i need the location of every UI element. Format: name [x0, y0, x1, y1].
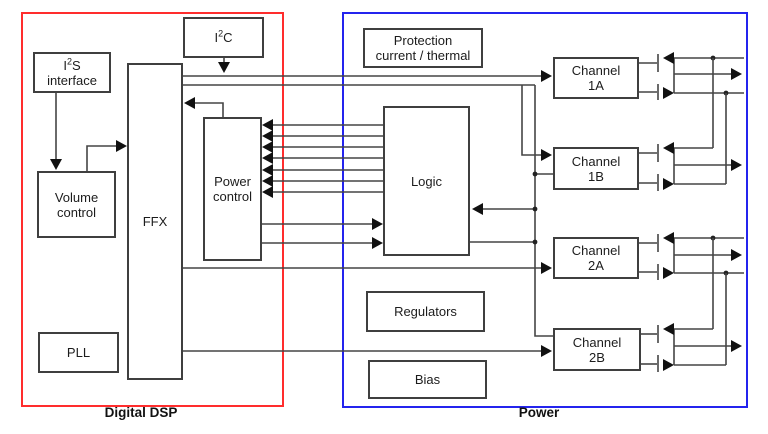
power-region-label: Power — [518, 405, 560, 420]
wire-powercontrol-to-logic — [261, 218, 383, 249]
block-power-control: Power control — [203, 117, 262, 261]
block-protection: Protection current / thermal — [363, 28, 483, 68]
wire-rail-verticals — [712, 58, 727, 365]
block-channel-1b: Channel 1B — [553, 147, 639, 190]
i2s-label: I — [63, 57, 67, 73]
wire-i2s-to-volume — [50, 92, 62, 170]
fet-stage-ch1b — [639, 142, 742, 191]
fet-stage-ch2b — [641, 323, 742, 372]
digital-dsp-region-label: Digital DSP — [104, 405, 178, 420]
block-logic: Logic — [383, 106, 470, 256]
power-region-outline — [342, 12, 748, 408]
wire-ffx-to-ch2b — [182, 345, 552, 357]
wire-ffx-to-ch1a — [182, 70, 552, 82]
i2c-label: I — [214, 30, 219, 45]
wire-powercontrol-to-ffx — [184, 97, 224, 117]
digital-dsp-region-outline — [21, 12, 284, 407]
block-channel-2b: Channel 2B — [553, 328, 641, 371]
block-i2c: I2C — [183, 17, 264, 58]
fet-stage-ch1a — [639, 52, 744, 100]
wire-ffx-to-ch2a — [182, 262, 552, 274]
wire-logic-to-powercontrol — [262, 119, 383, 198]
block-pll: PLL — [38, 332, 119, 373]
wire-ffx-to-ch1b — [182, 84, 552, 161]
block-bias: Bias — [368, 360, 487, 399]
wire-i2c-down — [218, 58, 230, 73]
block-regulators: Regulators — [366, 291, 485, 332]
fet-stage-ch2a — [639, 232, 744, 280]
block-i2s-interface: I2S interface — [33, 52, 111, 93]
wire-bus-vertical — [469, 85, 553, 337]
block-channel-2a: Channel 2A — [553, 237, 639, 279]
block-channel-1a: Channel 1A — [553, 57, 639, 99]
block-volume-control: Volume control — [37, 171, 116, 238]
wire-volume-to-ffx — [86, 140, 127, 171]
block-ffx: FFX — [127, 63, 183, 380]
